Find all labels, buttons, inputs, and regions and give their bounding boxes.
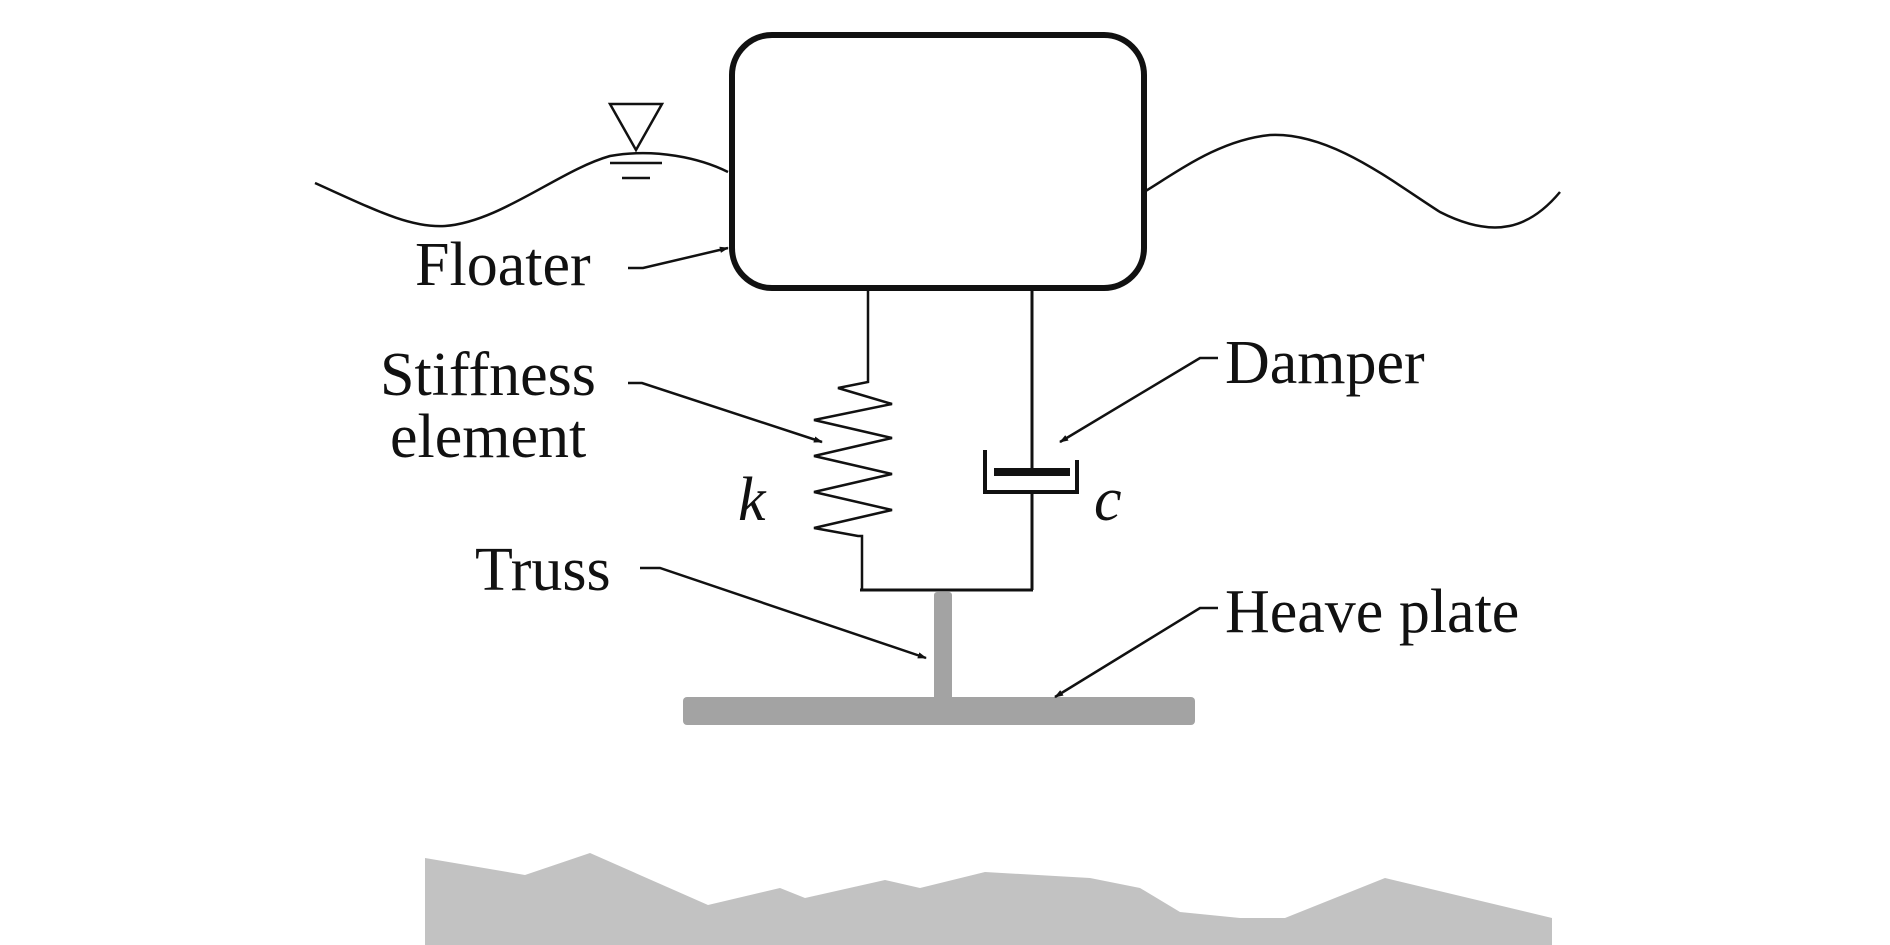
truss [934,592,952,700]
water-level-triangle-icon [607,102,665,180]
truss-label: Truss [475,536,611,604]
floater-label: Floater [415,231,591,299]
water-surface-right [1143,133,1561,229]
stiffness-spring [813,288,893,590]
truss-leader-arrow [640,566,927,660]
seabed [425,853,1552,945]
damper [983,288,1079,590]
water-surface-left [314,151,729,228]
stiffness-symbol: k [738,466,767,534]
damper-leader-arrow [1059,356,1218,444]
heave-plate [683,697,1195,725]
floater-leader-arrow [628,246,729,270]
stiffness-label-line1: Stiffness [380,341,596,409]
floater-body [729,32,1147,291]
stiffness-leader-arrow [628,381,823,444]
damper-label: Damper [1225,329,1425,397]
heave-plate-leader-arrow [1054,606,1218,699]
heave-plate-label: Heave plate [1225,578,1519,646]
stiffness-label-line2: element [390,403,586,471]
damper-symbol: c [1094,466,1122,534]
